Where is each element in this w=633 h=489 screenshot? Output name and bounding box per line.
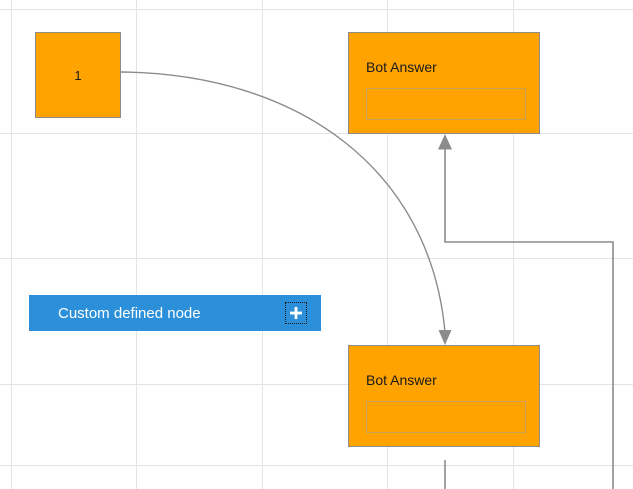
custom-defined-node-bar[interactable]: Custom defined node — [29, 295, 321, 331]
edge-start-to-bot-answer-bottom[interactable] — [120, 71, 452, 345]
arrowhead-up-icon — [438, 134, 452, 150]
start-node-label: 1 — [74, 67, 82, 83]
bot-answer-title: Bot Answer — [366, 372, 437, 388]
bot-answer-message-slot[interactable] — [366, 401, 526, 433]
bot-answer-node-bottom[interactable]: Bot Answer — [348, 345, 540, 447]
start-node[interactable]: 1 — [35, 32, 121, 118]
edge-bot-answer-bottom-to-top[interactable] — [438, 134, 614, 489]
arrowhead-down-icon — [438, 330, 452, 345]
custom-defined-node-label: Custom defined node — [58, 304, 201, 322]
bot-answer-message-slot[interactable] — [366, 88, 526, 120]
plus-icon[interactable] — [285, 302, 307, 324]
bot-answer-node-top[interactable]: Bot Answer — [348, 32, 540, 134]
bot-answer-title: Bot Answer — [366, 59, 437, 75]
